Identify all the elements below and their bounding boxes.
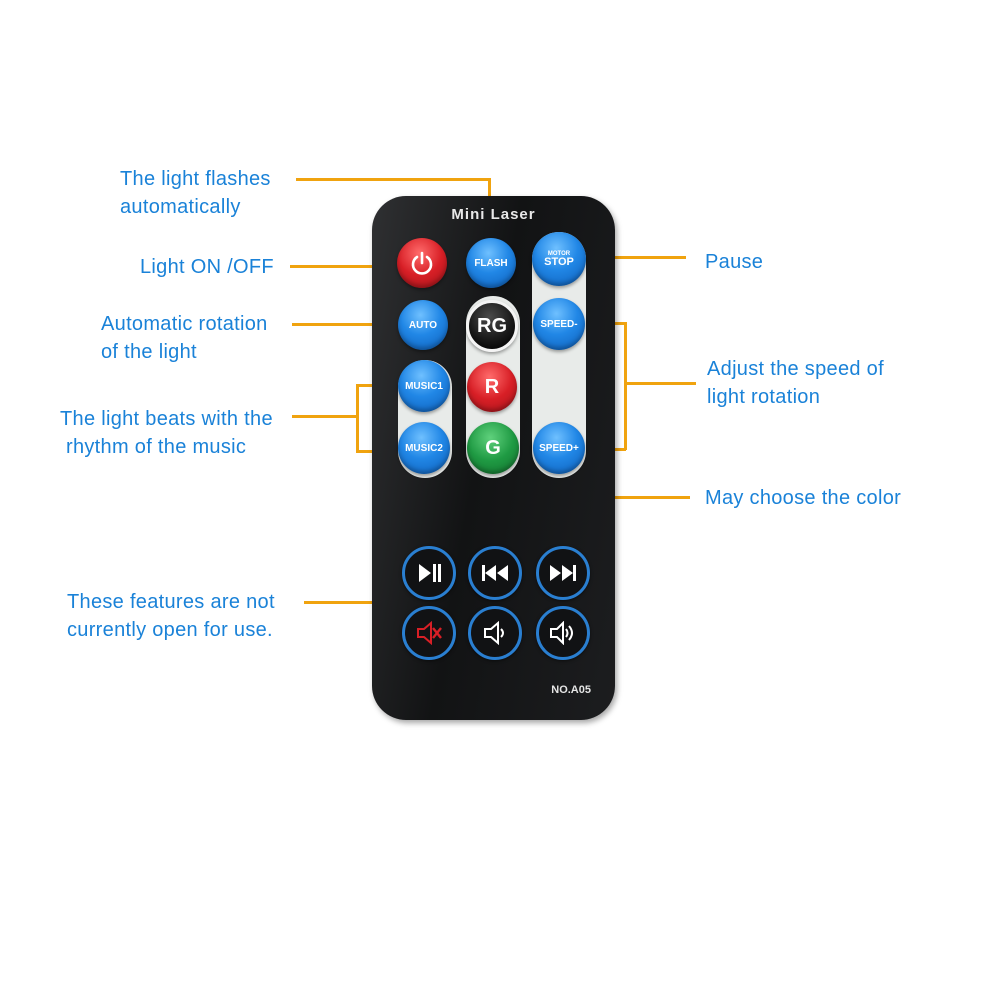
label-media-line2: currently open for use. [67, 619, 273, 641]
label-music-line2: rhythm of the music [66, 436, 247, 458]
r-button[interactable]: R [467, 362, 517, 412]
label-power: Light ON /OFF [140, 256, 274, 278]
label-speed-line2: light rotation [707, 386, 821, 408]
next-icon [550, 565, 576, 581]
play-pause-icon [419, 564, 441, 582]
stop-label: STOP [544, 255, 574, 268]
model-number: NO.A05 [551, 684, 591, 696]
leader-line-flash-h [296, 178, 490, 181]
leader-line-speed-v [624, 322, 627, 450]
speed-plus-button[interactable]: SPEED+ [533, 422, 585, 474]
leader-line-speed-h [624, 382, 696, 385]
auto-button[interactable]: AUTO [398, 300, 448, 350]
motor-stop-label: MOTOR STOP [544, 251, 574, 268]
volume-down-icon [484, 621, 504, 645]
leader-line-power [290, 265, 400, 268]
label-color: May choose the color [705, 487, 902, 509]
next-button[interactable] [536, 546, 590, 600]
leader-line-music-h [292, 415, 358, 418]
rg-button[interactable]: RG [466, 300, 518, 352]
play-pause-button[interactable] [402, 546, 456, 600]
volume-up-icon [550, 621, 573, 645]
speed-minus-button[interactable]: SPEED- [533, 298, 585, 350]
leader-line-pause [582, 256, 686, 259]
power-button[interactable] [397, 238, 447, 288]
label-media-line1: These features are not [67, 591, 275, 613]
label-pause: Pause [705, 251, 764, 273]
volume-down-button[interactable] [468, 606, 522, 660]
previous-icon [482, 565, 508, 581]
volume-up-button[interactable] [536, 606, 590, 660]
music1-button[interactable]: MUSIC1 [398, 360, 450, 412]
leader-line-auto [292, 323, 398, 326]
label-flash-line1: The light flashes [120, 168, 271, 190]
remote-title: Mini Laser [451, 206, 536, 223]
motor-label: MOTOR [547, 250, 571, 257]
mute-button[interactable] [402, 606, 456, 660]
leader-line-media [304, 601, 400, 604]
flash-button[interactable]: FLASH [466, 238, 516, 288]
previous-button[interactable] [468, 546, 522, 600]
label-music-line1: The light beats with the [60, 408, 273, 430]
power-icon [411, 251, 433, 275]
label-speed-line1: Adjust the speed of [707, 358, 884, 380]
mute-icon [417, 621, 442, 645]
leader-line-music-v [356, 384, 359, 452]
label-auto-line1: Automatic rotation [101, 313, 268, 335]
motor-stop-button[interactable]: MOTOR STOP [532, 232, 586, 286]
label-flash-line2: automatically [120, 196, 241, 218]
music2-button[interactable]: MUSIC2 [398, 422, 450, 474]
label-auto-line2: of the light [101, 341, 197, 363]
g-button[interactable]: G [467, 422, 519, 474]
remote-control: Mini Laser FLASH MOTOR STOP AUTO RG SPEE… [372, 196, 615, 720]
